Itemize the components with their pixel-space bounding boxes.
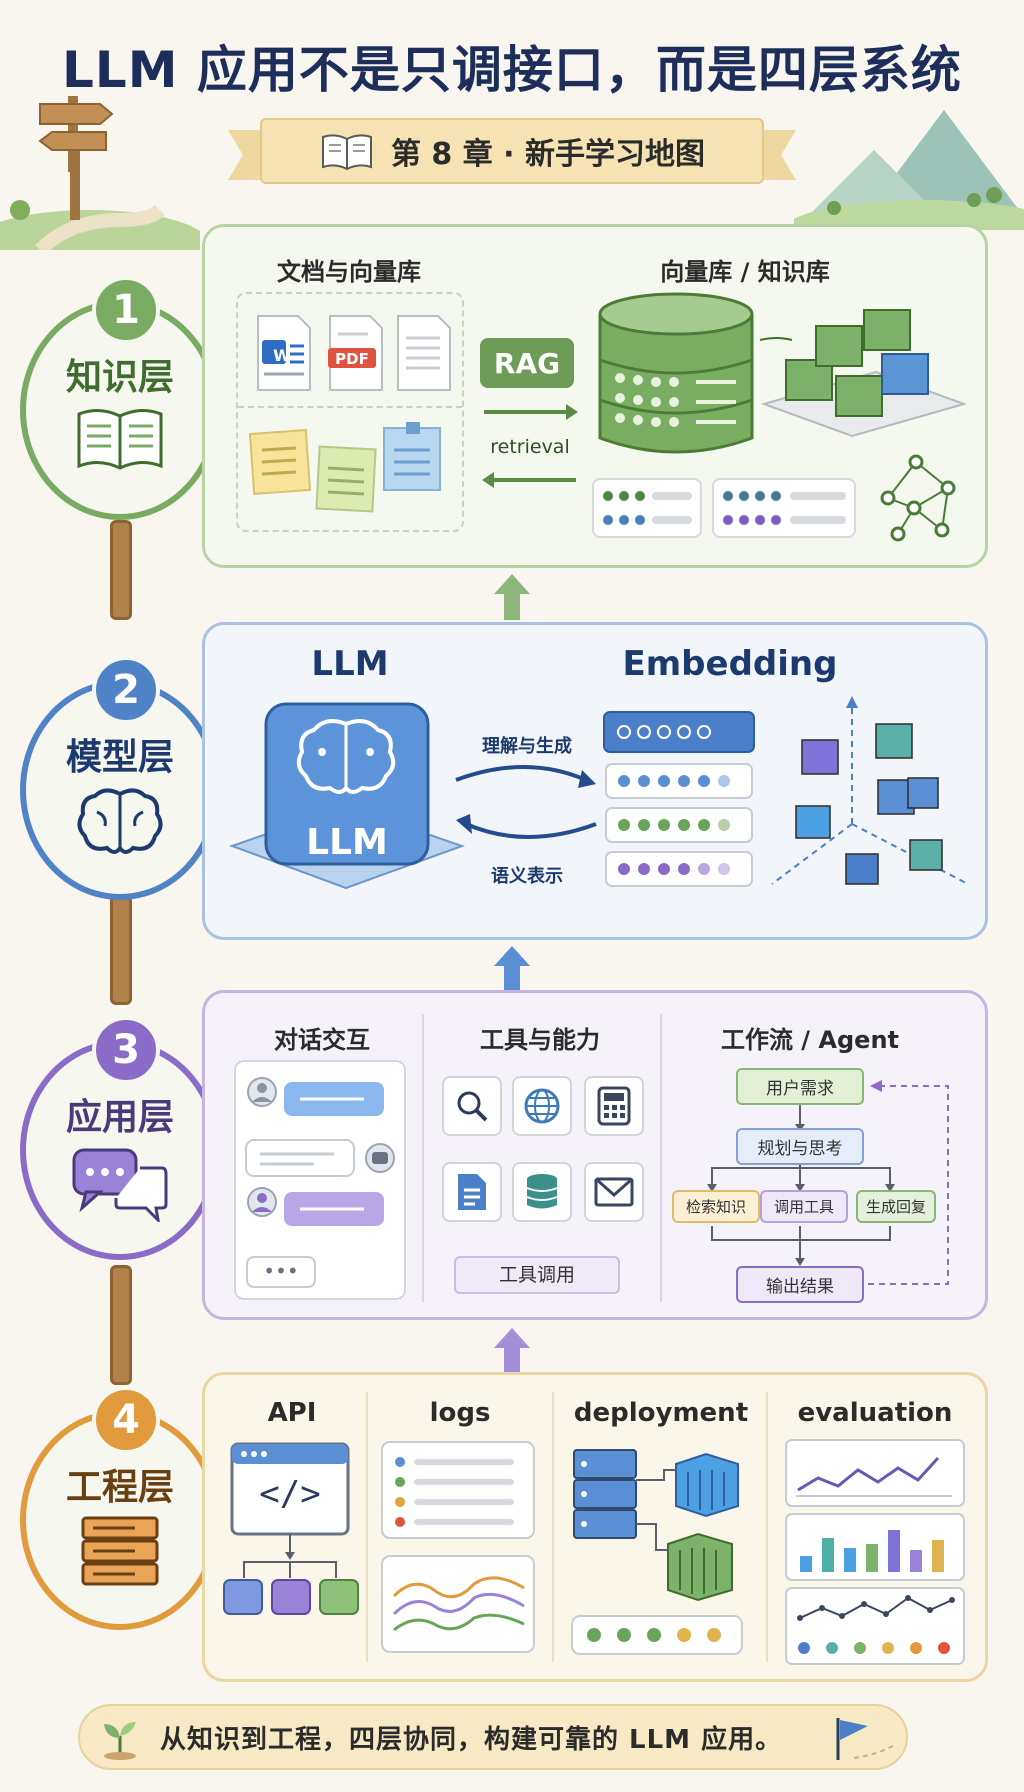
embedding-space-icon <box>771 696 969 885</box>
flow-user-need: 用户需求 <box>736 1068 864 1105</box>
layer-circle-knowledge: 1 知识层 <box>20 276 220 520</box>
book-icon <box>321 134 372 171</box>
rag-label: RAG <box>480 338 574 388</box>
flow-plan: 规划与思考 <box>736 1128 864 1165</box>
vector-record-card <box>592 478 702 538</box>
page-title: LLM 应用不是只调接口，而是四层系统 <box>62 41 962 99</box>
logs-title: logs <box>429 1398 491 1428</box>
connector-3-4 <box>110 1265 132 1385</box>
document-tool-tile <box>442 1162 502 1222</box>
chat-window: ••• <box>234 1060 406 1300</box>
vector-cubes-icon <box>759 309 966 438</box>
store-title: 向量库 / 知识库 <box>660 258 830 286</box>
up-arrow-icon <box>494 574 530 620</box>
chat-messages <box>245 1077 395 1226</box>
vector-record-card <box>712 478 856 538</box>
retrieval-arrows <box>482 404 578 488</box>
llm-title: LLM <box>311 644 389 684</box>
flow-retrieve: 检索知识 <box>672 1190 760 1223</box>
mail-icon <box>594 1177 634 1207</box>
connector-1-2 <box>110 520 132 620</box>
retrieval-label: retrieval <box>490 436 570 458</box>
layer-number: 4 <box>92 1386 160 1454</box>
layer-number: 2 <box>92 656 160 724</box>
calculator-icon <box>597 1086 631 1126</box>
layer-name: 应用层 <box>65 1097 174 1138</box>
sprout-icon <box>104 1722 136 1760</box>
database-icon <box>526 1174 558 1209</box>
pdf-icon-label: PDF <box>335 350 369 368</box>
workflow-title: 工作流 / Agent <box>720 1026 900 1054</box>
semantic-label: 语义表示 <box>491 866 563 887</box>
document-icon <box>458 1174 486 1210</box>
chat-bubbles-icon <box>72 1148 168 1222</box>
database-cylinder-icon <box>598 292 754 454</box>
signpost-icon <box>38 96 114 172</box>
tool-call-label: 工具调用 <box>454 1256 620 1294</box>
email-tool-tile <box>584 1162 644 1222</box>
flag-icon <box>836 1718 897 1760</box>
knowledge-graph-icon <box>880 454 956 542</box>
globe-icon <box>524 1088 560 1124</box>
docs-title: 文档与向量库 <box>277 258 421 286</box>
search-icon <box>457 1091 488 1122</box>
up-arrow-icon <box>494 946 530 992</box>
api-diagram <box>223 1442 359 1615</box>
code-icon-label: </> <box>259 1474 321 1514</box>
api-title: API <box>267 1398 317 1428</box>
logs-illustration <box>381 1441 535 1653</box>
chat-title: 对话交互 <box>274 1026 370 1054</box>
llm-chip-label: LLM <box>306 822 388 863</box>
deployment-title: deployment <box>573 1398 749 1428</box>
bidirectional-arrows <box>455 765 597 839</box>
layer-name: 模型层 <box>65 737 174 778</box>
layer-circle-application: 3 应用层 <box>20 1016 220 1260</box>
flow-call-tool: 调用工具 <box>760 1190 848 1223</box>
sticky-notes-icons <box>248 422 441 513</box>
up-arrow-icon <box>494 1328 530 1374</box>
flow-generate: 生成回复 <box>856 1190 936 1223</box>
mountain-illustration <box>794 110 1024 230</box>
footer-banner: 从知识到工程，四层协同，构建可靠的 LLM 应用。 <box>78 1704 908 1770</box>
tools-title: 工具与能力 <box>480 1026 600 1054</box>
layer-number: 3 <box>92 1016 160 1084</box>
server-rack-icon <box>81 1516 159 1586</box>
layer-name: 工程层 <box>65 1467 174 1508</box>
brain-icon <box>77 788 163 854</box>
document-icons <box>257 315 451 391</box>
embedding-vectors-icon <box>603 711 755 887</box>
chapter-subtitle: 第 8 章 · 新手学习地图 <box>390 137 706 172</box>
layer-circle-model: 2 模型层 <box>20 656 220 900</box>
documents-group: W PDF <box>236 292 464 532</box>
chapter-ribbon: 第 8 章 · 新手学习地图 <box>260 118 764 184</box>
evaluation-illustration <box>785 1439 965 1665</box>
generate-label: 理解与生成 <box>482 736 572 757</box>
connector-2-3 <box>110 895 132 1005</box>
search-tool-tile <box>442 1076 502 1136</box>
web-tool-tile <box>512 1076 572 1136</box>
footer-text: 从知识到工程，四层协同，构建可靠的 LLM 应用。 <box>160 1724 783 1755</box>
layer-number: 1 <box>92 276 160 344</box>
open-book-icon <box>77 409 163 470</box>
signpost-illustration <box>0 150 200 250</box>
flow-output: 输出结果 <box>736 1266 864 1303</box>
typing-indicator: ••• <box>246 1256 316 1288</box>
layer-name: 知识层 <box>65 357 174 398</box>
deployment-illustration <box>571 1449 743 1655</box>
word-icon-label: W <box>273 346 291 365</box>
embedding-title: Embedding <box>622 644 838 684</box>
layer-circle-engineering: 4 工程层 <box>20 1386 220 1630</box>
database-tool-tile <box>512 1162 572 1222</box>
llm-chip-icon <box>229 702 466 890</box>
calculator-tool-tile <box>584 1076 644 1136</box>
evaluation-title: evaluation <box>797 1398 953 1428</box>
